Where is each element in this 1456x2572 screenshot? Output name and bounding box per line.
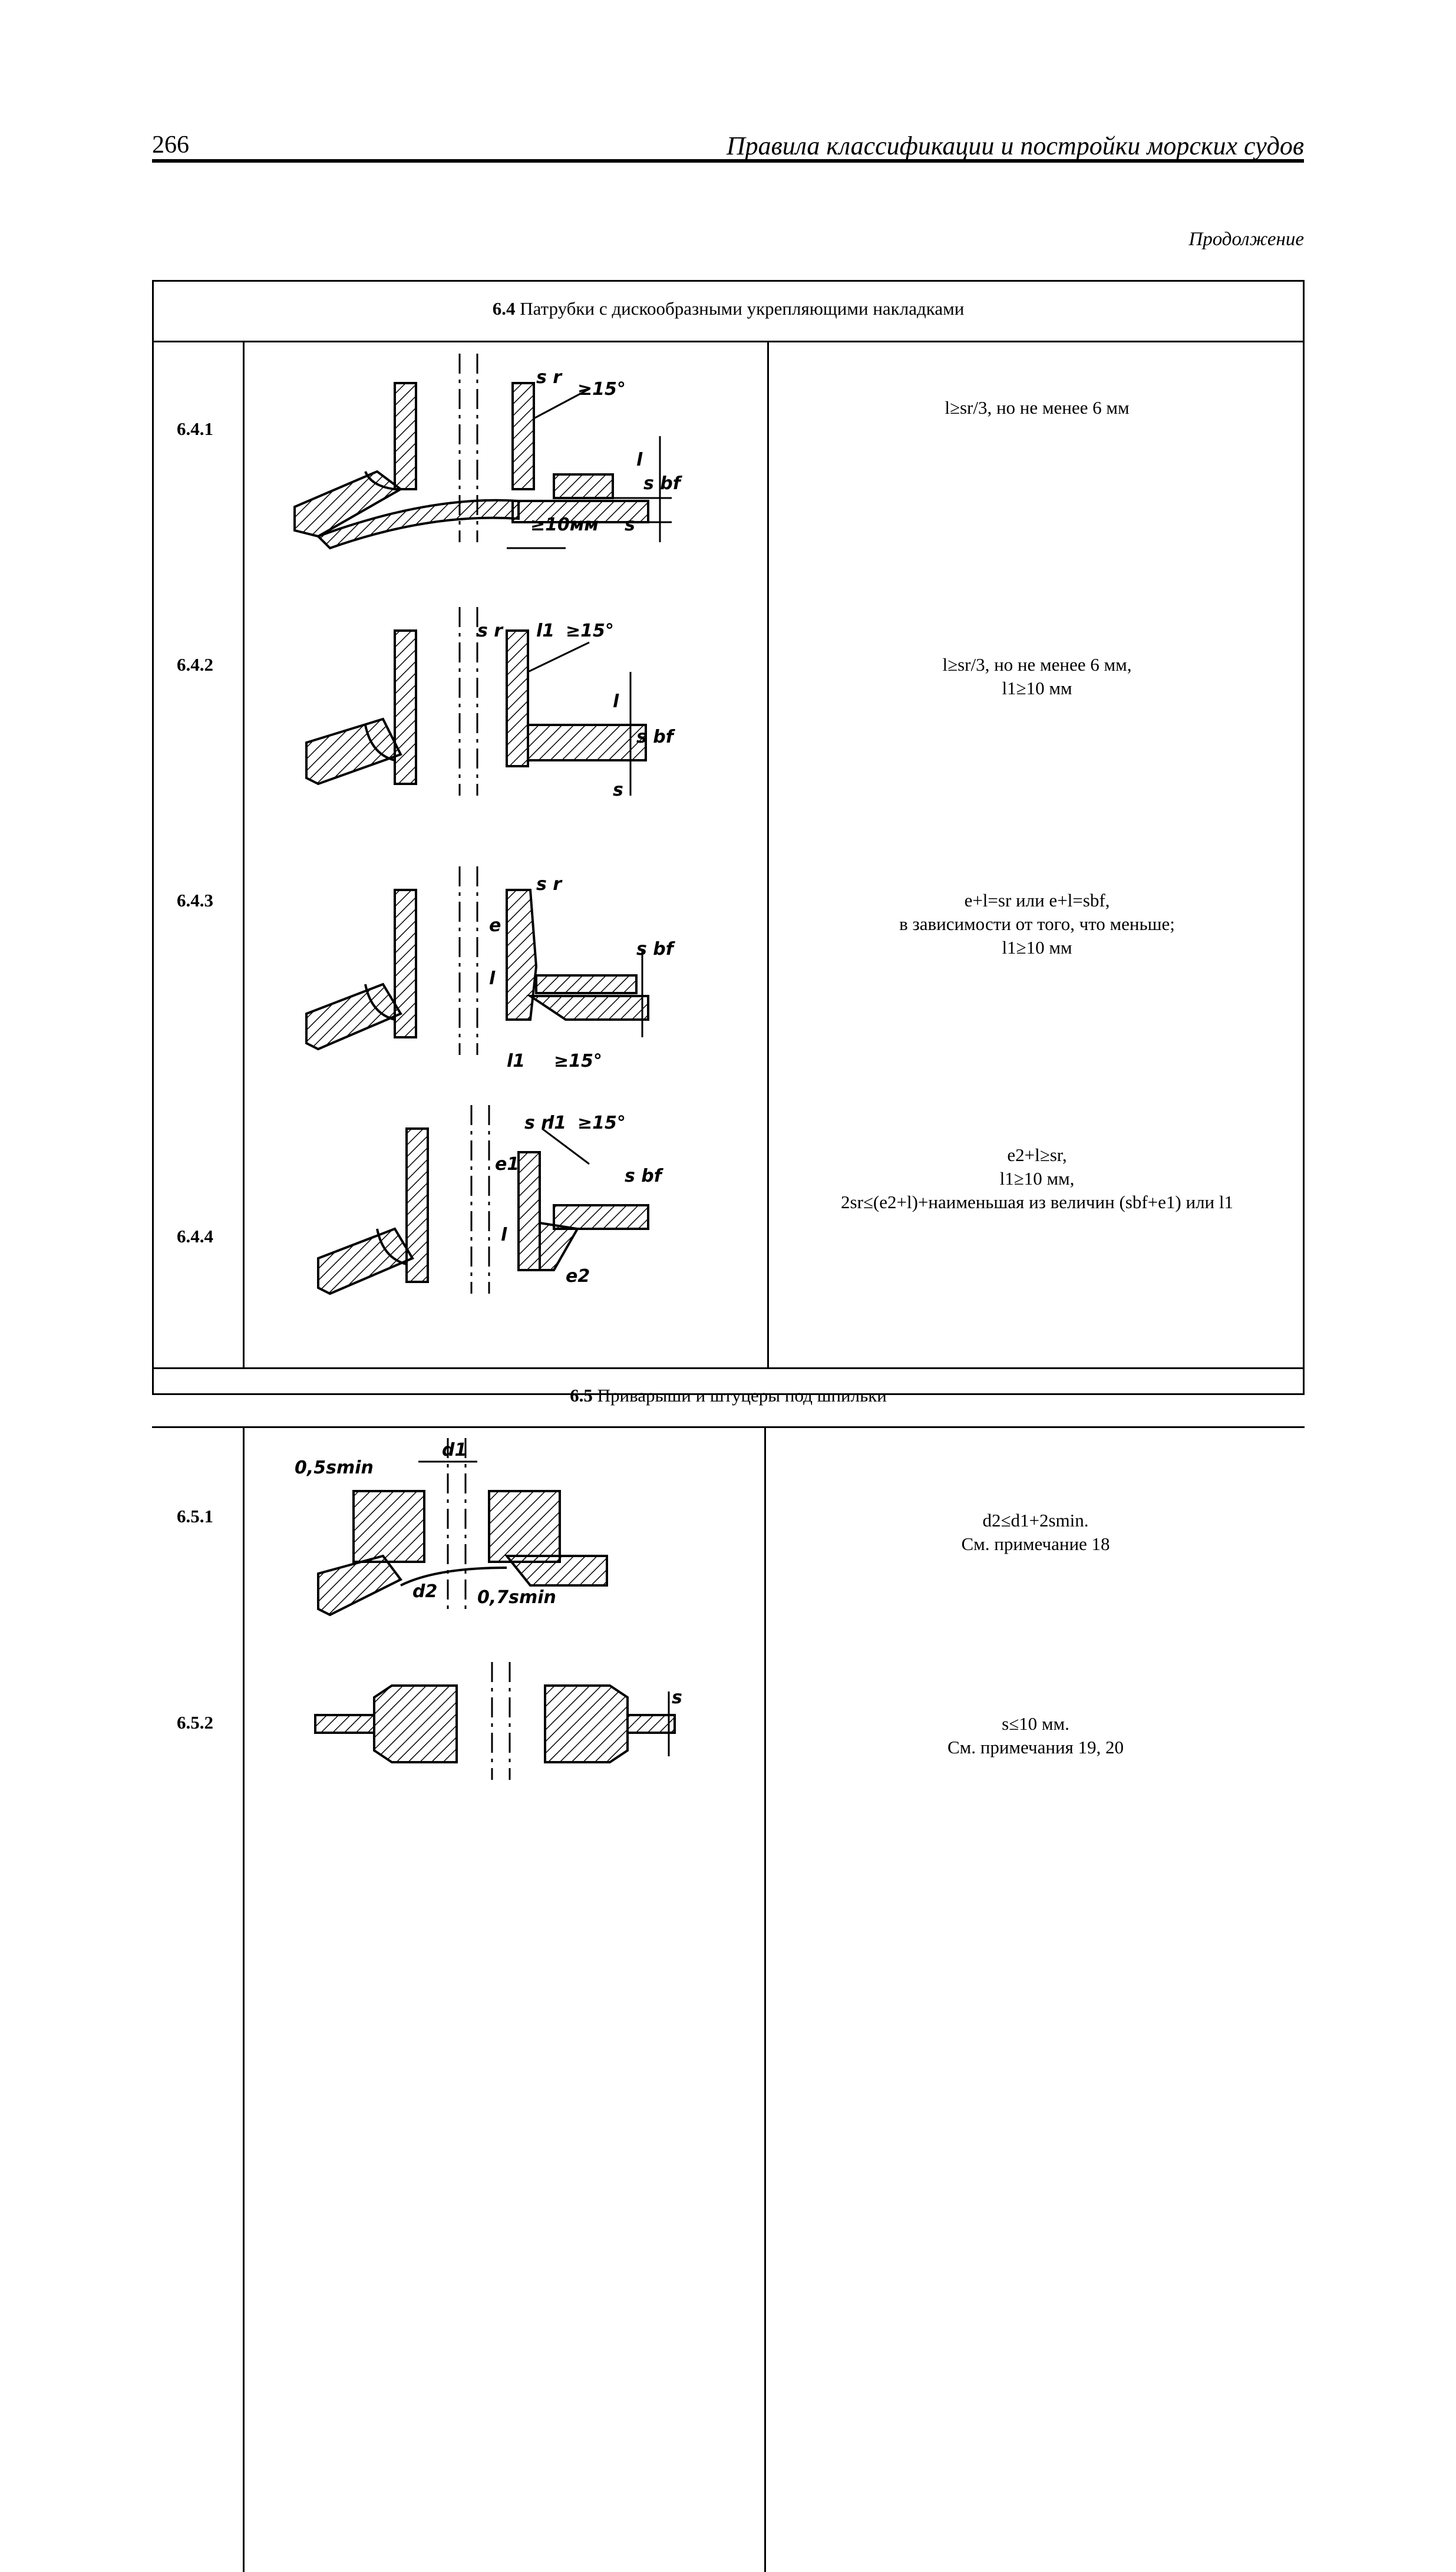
fig-label: d1 <box>442 1440 467 1460</box>
fig-label: ≥15° <box>577 1113 626 1133</box>
requirement-text: l≥sr/3, но не менее 6 мм, l1≥10 мм <box>772 653 1302 700</box>
requirement-line: s≤10 мм. <box>1002 1713 1069 1734</box>
requirement-line: l≥sr/3, но не менее 6 мм <box>945 397 1130 418</box>
fig-label: s r <box>477 621 504 641</box>
section-number: 6.4 <box>492 298 516 319</box>
table-divider <box>152 1367 1305 1369</box>
fig-label: s <box>672 1687 682 1708</box>
fig-label: l1 <box>536 621 554 641</box>
requirement-line: в зависимости от того, что меньше; <box>899 914 1175 934</box>
row-number: 6.4.1 <box>177 418 213 439</box>
requirement-text: e+l=sr или e+l=sbf, в зависимости от тог… <box>772 889 1302 959</box>
header-rule <box>152 159 1304 163</box>
fig-label: l <box>636 450 643 470</box>
requirement-text: l≥sr/3, но не менее 6 мм <box>772 396 1302 420</box>
running-title: Правила классификации и постройки морски… <box>726 131 1304 160</box>
requirement-line: d2≤d1+2smin. <box>982 1510 1089 1531</box>
requirement-text: e2+l≥sr, l1≥10 мм, 2sr≤(e2+l)+наименьшая… <box>772 1143 1302 1214</box>
fig-label: l <box>613 691 619 712</box>
requirement-text: s≤10 мм. См. примечания 19, 20 <box>769 1712 1302 1759</box>
fig-label: l <box>501 1225 507 1245</box>
weld-figure-6-4-3: s r e l s bf l1 ≥15° <box>283 866 684 1079</box>
fig-label: 0,7smin <box>477 1587 556 1608</box>
section-number: 6.5 <box>570 1385 593 1406</box>
fig-label: ≥10мм <box>530 515 599 535</box>
fig-label: ≥15° <box>554 1051 602 1071</box>
fig-label: s <box>625 515 635 535</box>
fig-label: ≥15° <box>577 379 626 400</box>
weld-figure-6-4-1: s r ≥15° l s bf ≥10мм s <box>283 354 684 554</box>
fig-label: e2 <box>566 1266 590 1287</box>
fig-label: s bf <box>625 1166 664 1186</box>
row-number: 6.4.4 <box>177 1226 213 1247</box>
fig-label: s r <box>536 874 563 895</box>
requirement-line: e+l=sr или e+l=sbf, <box>964 890 1110 911</box>
page-number: 266 <box>152 131 189 159</box>
requirement-line: l1≥10 мм <box>1002 937 1072 958</box>
row-number: 6.4.3 <box>177 890 213 911</box>
weld-figure-6-5-1: 0,5smin d1 d2 0,7smin <box>283 1438 625 1627</box>
column-divider <box>764 1426 766 2572</box>
requirement-line: l1≥10 мм <box>1002 678 1072 698</box>
section-title-text: Патрубки с дискообразными укрепляющими н… <box>520 298 965 319</box>
requirement-line: См. примечание 18 <box>961 1534 1110 1554</box>
row-number: 6.5.2 <box>177 1712 213 1733</box>
fig-label: l1 <box>507 1051 525 1071</box>
fig-label: l <box>489 968 496 989</box>
section-title-text: Приварыши и штуцеры под шпильки <box>597 1385 887 1406</box>
requirement-line: l≥sr/3, но не менее 6 мм, <box>942 654 1132 675</box>
fig-label: e <box>489 915 501 936</box>
requirement-line: e2+l≥sr, <box>1007 1145 1067 1165</box>
fig-label: s bf <box>636 939 676 959</box>
section-title-6-5: 6.5 Приварыши и штуцеры под шпильки <box>152 1385 1305 1406</box>
table-divider <box>152 1426 1305 1428</box>
weld-figure-6-5-2: s <box>309 1662 686 1780</box>
fig-label: e1 <box>495 1154 519 1175</box>
fig-label: 0,5smin <box>295 1458 374 1478</box>
column-divider <box>243 341 245 1367</box>
column-divider <box>243 1426 245 2572</box>
requirement-line: См. примечания 19, 20 <box>947 1737 1124 1757</box>
fig-label: l1 <box>548 1113 566 1133</box>
weld-figure-6-4-4: s r l1 ≥15° e1 s bf l e2 <box>295 1105 684 1305</box>
fig-label: s bf <box>643 473 683 494</box>
continuation-label: Продолжение <box>1188 229 1304 250</box>
weld-figure-6-4-2: s r l1 ≥15° l s bf s <box>283 607 684 807</box>
fig-label: s r <box>524 1113 551 1133</box>
requirement-line: l1≥10 мм, <box>999 1168 1075 1189</box>
row-number: 6.4.2 <box>177 654 213 675</box>
fig-label: d2 <box>412 1581 437 1602</box>
requirement-text: d2≤d1+2smin. См. примечание 18 <box>769 1509 1302 1556</box>
fig-label: s bf <box>636 727 676 747</box>
table-divider <box>152 341 1305 342</box>
column-divider <box>767 341 769 1367</box>
fig-label: ≥15° <box>566 621 614 641</box>
fig-label: s r <box>536 367 563 388</box>
requirements-table <box>152 280 1305 1395</box>
requirement-line: 2sr≤(e2+l)+наименьшая из величин (sbf+e1… <box>841 1192 1233 1212</box>
fig-label: s <box>613 780 623 800</box>
row-number: 6.5.1 <box>177 1506 213 1526</box>
section-title-6-4: 6.4 Патрубки с дискообразными укрепляющи… <box>152 298 1305 319</box>
